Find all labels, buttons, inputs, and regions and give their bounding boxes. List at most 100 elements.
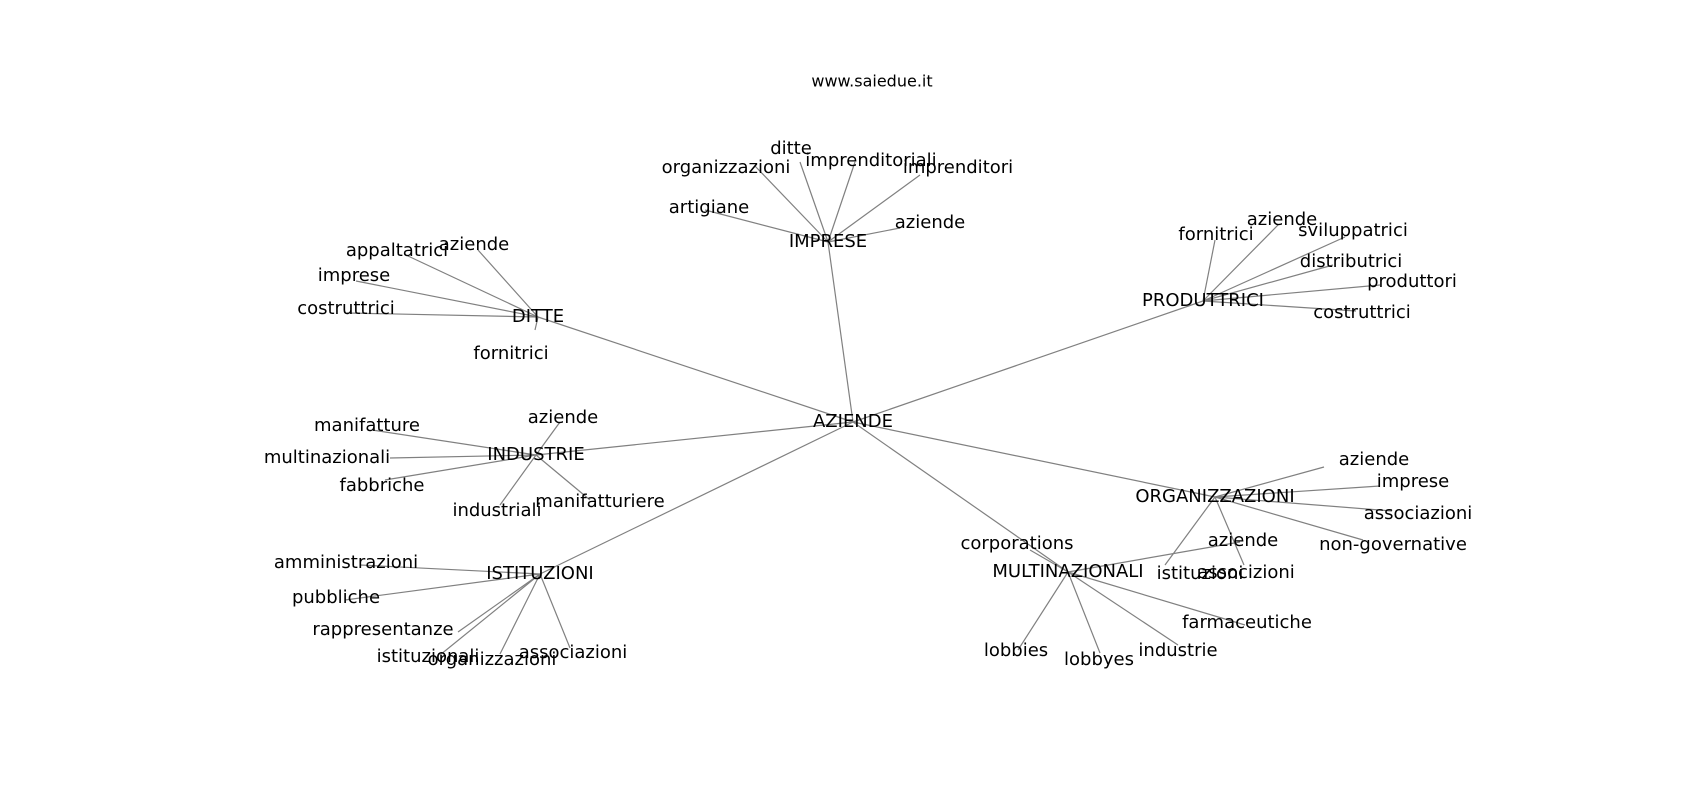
leaf-node: associazioni <box>519 642 628 663</box>
edge-hub-leaf <box>1202 284 1381 302</box>
hub-node: IMPRESE <box>789 231 867 252</box>
leaf-node: artigiane <box>669 197 749 218</box>
edge-center-hub <box>852 300 1204 423</box>
leaf-node: industriali <box>452 500 541 521</box>
hub-node: PRODUTTRICI <box>1142 290 1264 311</box>
edge-hub-leaf <box>1067 571 1246 626</box>
edge-hub-leaf <box>754 165 829 243</box>
hub-node: ISTITUZIONI <box>486 563 593 584</box>
leaf-node: manifatturiere <box>535 491 664 512</box>
edge-hub-leaf <box>534 316 539 331</box>
leaf-node: sviluppatrici <box>1298 220 1408 241</box>
leaf-node: corporations <box>960 533 1073 554</box>
edge-hub-leaf <box>371 429 537 456</box>
edge-hub-leaf <box>1067 541 1241 573</box>
edge-hub-leaf <box>1202 239 1216 302</box>
edge-hub-leaf <box>1214 466 1325 498</box>
leaf-node: imprese <box>318 265 391 286</box>
leaf-node: costruttrici <box>1313 302 1411 323</box>
edge-hub-leaf <box>355 280 539 318</box>
leaf-node: farmaceutiche <box>1182 612 1312 633</box>
edge-hub-leaf <box>1202 236 1346 302</box>
leaf-node: costruttrici <box>297 298 395 319</box>
edge-hub-leaf <box>1202 300 1357 312</box>
leaf-node: aziende <box>1339 449 1409 470</box>
leaf-node: associzioni <box>1197 562 1295 583</box>
leaf-node: associazioni <box>1364 503 1473 524</box>
leaf-node: fabbriche <box>340 475 425 496</box>
leaf-node: multinazionali <box>264 447 390 468</box>
edge-hub-leaf <box>827 174 921 243</box>
leaf-node: aziende <box>1208 530 1278 551</box>
leaf-node: imprenditoriali <box>805 150 936 171</box>
edge-center-hub <box>539 421 854 575</box>
leaf-node: manifatture <box>314 415 420 436</box>
edge-hub-leaf <box>346 312 539 318</box>
edge-hub-leaf <box>1202 224 1279 302</box>
leaf-node: appaltatrici <box>346 240 448 261</box>
edge-hub-leaf <box>799 161 829 243</box>
edge-center-hub <box>827 241 854 423</box>
leaf-node: fornitrici <box>1178 224 1253 245</box>
leaf-node: industrie <box>1138 640 1217 661</box>
center-node: AZIENDE <box>813 411 893 432</box>
hub-node: ORGANIZZAZIONI <box>1135 486 1294 507</box>
leaf-node: fornitrici <box>473 343 548 364</box>
edge-hub-leaf <box>1202 264 1334 302</box>
hub-node: DITTE <box>512 306 564 327</box>
leaf-node: organizzazioni <box>662 157 791 178</box>
leaf-node: rappresentanze <box>312 619 453 640</box>
leaf-node: distributrici <box>1300 251 1402 272</box>
leaf-node: organizzazioni <box>428 649 557 670</box>
edge-center-hub <box>852 421 1069 573</box>
leaf-node: pubbliche <box>292 587 380 608</box>
edge-hub-leaf <box>1067 571 1179 646</box>
edge-hub-leaf <box>499 454 537 506</box>
leaf-node: imprenditori <box>903 157 1013 178</box>
edge-hub-leaf <box>1214 485 1381 498</box>
edge-hub-leaf <box>439 573 541 656</box>
edge-hub-leaf <box>477 249 539 318</box>
edge-hub-leaf <box>499 573 541 655</box>
hub-node: MULTINAZIONALI <box>992 561 1143 582</box>
edge-hub-leaf <box>359 564 541 575</box>
leaf-node: istituzioni <box>1157 563 1244 584</box>
edge-hub-leaf <box>827 227 901 243</box>
edges <box>344 161 1393 656</box>
edge-hub-leaf <box>407 255 539 318</box>
leaf-node: aziende <box>895 212 965 233</box>
edge-hub-leaf <box>1214 496 1393 512</box>
edge-hub-leaf <box>389 454 537 459</box>
leaf-node: produttori <box>1367 271 1457 292</box>
edge-hub-leaf <box>1017 571 1069 651</box>
edge-hub-leaf <box>535 454 591 501</box>
edge-hub-leaf <box>539 573 571 649</box>
edge-center-hub <box>537 316 854 423</box>
edge-hub-leaf <box>535 421 561 456</box>
leaf-node: non-governative <box>1319 534 1467 555</box>
edge-hub-leaf <box>344 573 541 601</box>
edge-hub-leaf <box>384 454 537 481</box>
leaf-node: ditte <box>770 138 812 159</box>
leaf-node: amministrazioni <box>274 552 418 573</box>
edge-hub-leaf <box>1214 496 1364 541</box>
leaf-node: imprese <box>1377 471 1450 492</box>
leaf-node: aziende <box>1247 209 1317 230</box>
leaf-node: aziende <box>528 407 598 428</box>
edge-center-hub <box>535 421 854 456</box>
leaf-node: aziende <box>439 234 509 255</box>
edge-hub-leaf <box>1214 496 1245 566</box>
site-label: www.saiedue.it <box>811 72 932 91</box>
edge-hub-leaf <box>457 573 541 633</box>
edge-hub-leaf <box>1067 571 1101 654</box>
edge-center-hub <box>852 421 1216 498</box>
nodes: AZIENDEIMPRESEorganizzazioniditteimprend… <box>264 138 1472 670</box>
edge-hub-leaf <box>1029 549 1069 573</box>
leaf-node: lobbies <box>984 640 1048 661</box>
edge-hub-leaf <box>827 161 856 243</box>
hub-node: INDUSTRIE <box>487 444 584 465</box>
edge-hub-leaf <box>704 209 829 243</box>
leaf-node: istituzionali <box>377 646 480 667</box>
leaf-node: lobbyes <box>1064 649 1134 670</box>
